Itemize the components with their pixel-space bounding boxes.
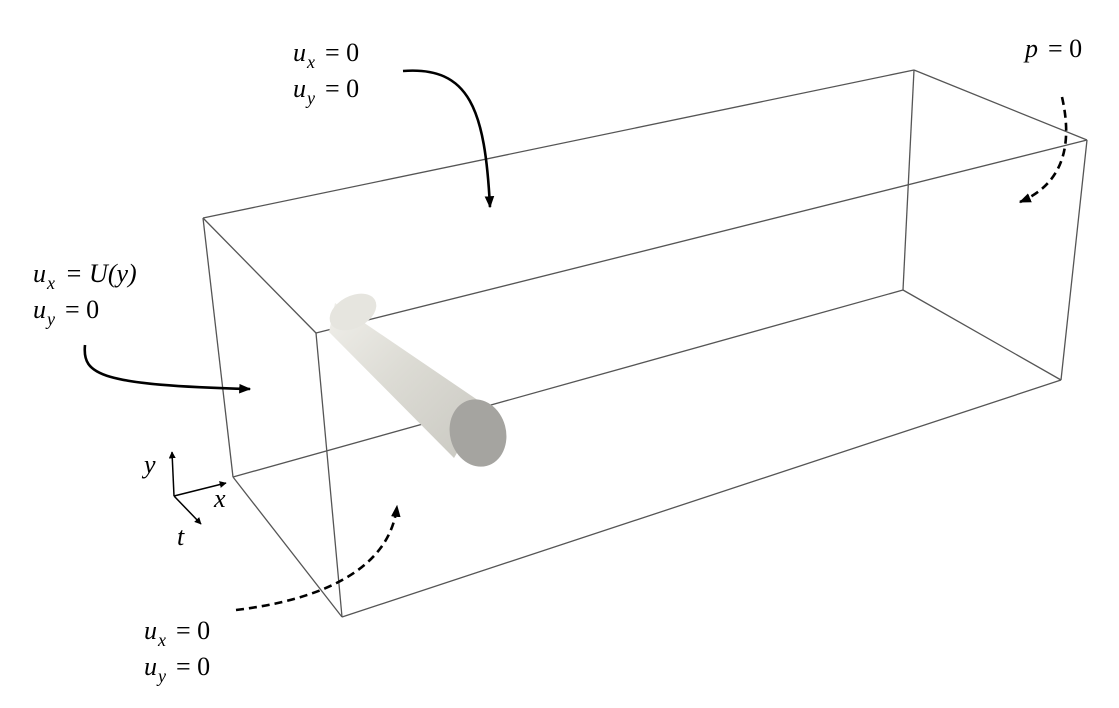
box-edge [913, 69, 1088, 141]
coordinate-axes [168, 451, 227, 525]
box-edge [315, 332, 343, 618]
bottom-wall-label: ux= 0 uy= 0 [144, 614, 210, 686]
bottom-uy-line: uy= 0 [144, 652, 211, 686]
box-edge [902, 289, 1062, 381]
x-axis-line [173, 481, 227, 497]
box-edge [341, 379, 1062, 618]
outlet-p-line: p= 0 [1025, 34, 1083, 63]
top-ux-line: ux= 0 [293, 38, 360, 72]
box-edge [1060, 139, 1088, 381]
t-axis-label: t [177, 522, 185, 551]
top-uy-line: uy= 0 [293, 74, 360, 108]
bottom-ux-line: ux= 0 [144, 616, 211, 650]
cylinder-side [329, 303, 485, 458]
box-edge [202, 217, 234, 478]
outlet-arrow [1018, 96, 1068, 204]
inlet-label: ux= U(y) uy= 0 [33, 257, 137, 329]
y-axis-line [168, 451, 176, 497]
inlet-ux-line: ux= U(y) [33, 259, 137, 293]
y-axis-label: y [144, 450, 156, 479]
inlet-arrow [83, 344, 252, 394]
box-edge [202, 69, 915, 219]
box-edge [902, 69, 915, 291]
cylinder [329, 293, 507, 467]
domain-box [202, 69, 1088, 618]
outlet-label: p= 0 [1025, 32, 1082, 66]
inlet-uy-line: uy= 0 [33, 295, 100, 329]
box-edge [202, 217, 317, 334]
box-edge [315, 139, 1088, 334]
top-wall-label: ux= 0 uy= 0 [293, 36, 359, 108]
cylinder-back-cap [329, 293, 377, 331]
box-edge [232, 476, 343, 618]
x-axis-label: x [214, 484, 226, 513]
cylinder-front-cap [449, 399, 507, 467]
top-wall-arrow [402, 69, 495, 209]
bottom-wall-arrow [235, 504, 401, 612]
box-edge [232, 289, 904, 478]
t-axis-line [173, 495, 202, 525]
